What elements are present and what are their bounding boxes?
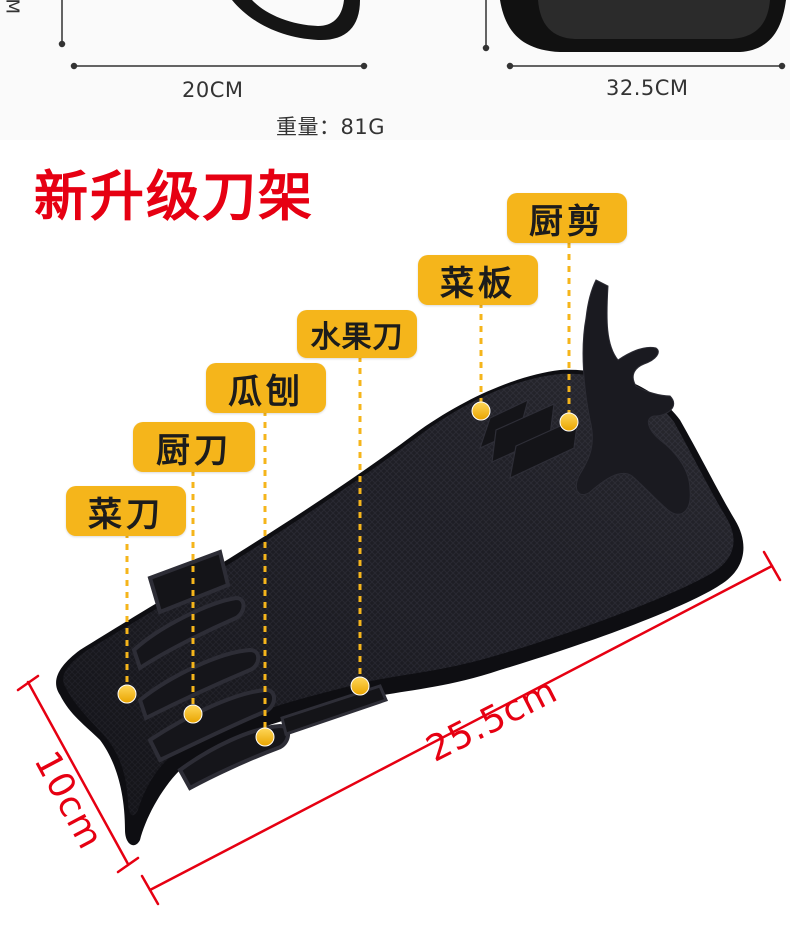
- dot-cutting-board: [471, 401, 491, 421]
- width-measure-line: [16, 674, 140, 874]
- tag-kitchen-scissors: 厨剪: [507, 193, 627, 243]
- tag-cutting-board: 菜板: [418, 255, 538, 305]
- dimension-line-32-5cm: [482, 0, 786, 70]
- dot-chef-knife: [183, 704, 203, 724]
- dot-cleaver: [117, 684, 137, 704]
- dimension-line-20cm: [58, 0, 368, 70]
- dot-fruit-knife: [350, 676, 370, 696]
- dot-peeler: [255, 727, 275, 747]
- board-slots: [478, 398, 579, 480]
- tag-fruit-knife: 水果刀: [297, 310, 417, 358]
- tray-product-icon: [500, 0, 786, 52]
- tag-chef-knife: 厨刀: [133, 422, 255, 472]
- edge-label: M: [1, 0, 23, 15]
- tag-cleaver: 菜刀: [66, 486, 186, 536]
- scissors-width-label: 20CM: [182, 78, 244, 102]
- scissors-fork-holder: [575, 279, 691, 515]
- knife-rack-product: [56, 279, 744, 846]
- weight-label: 重量：81G: [276, 115, 385, 139]
- dot-kitchen-scissors: [559, 412, 579, 432]
- tag-peeler: 瓜刨: [206, 363, 326, 413]
- tray-width-label: 32.5CM: [606, 76, 689, 100]
- callout-dots: [117, 401, 579, 747]
- callout-leaders: [125, 242, 571, 737]
- length-measure-line: [140, 550, 782, 906]
- fruit-knife-slot: [280, 684, 389, 736]
- headline: 新升级刀架: [34, 165, 314, 228]
- scissors-product-icon: [232, 0, 360, 41]
